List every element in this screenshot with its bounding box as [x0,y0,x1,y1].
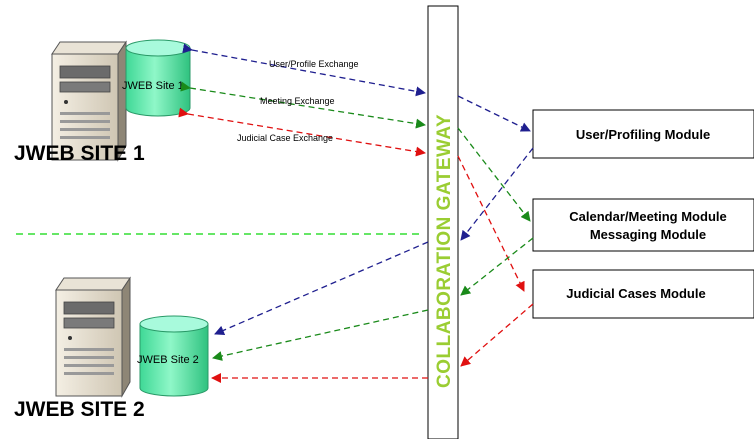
gateway-to-calendar-module-arrow [457,127,531,222]
meeting-exchange-label: Meeting Exchange [260,96,335,106]
gateway-to-judicial-module-arrow [457,155,525,292]
server-icon [55,276,131,398]
judicial-cases-module-label: Judicial Cases Module [566,286,705,301]
site2-title: JWEB SITE 2 [14,398,145,421]
database-icon [125,39,191,117]
user-profiling-module-box [532,109,754,159]
gateway-to-user-module-arrow [457,95,531,132]
database-icon [139,315,209,397]
gateway-label: COLLABORATION GATEWAY [434,114,455,388]
calendar-module-to-gateway-arrow [460,237,534,296]
site1-title: JWEB SITE 1 [14,142,145,165]
user-profile-exchange-label: User/Profile Exchange [269,59,359,69]
judicial-case-exchange-label: Judicial Case Exchange [237,133,333,143]
user-module-to-gateway-arrow [460,147,534,241]
judicial-case-exchange-arrow [178,107,426,157]
meeting-exchange-arrow [180,81,426,129]
messaging-module-label: Messaging Module [590,227,706,242]
user-profile-exchange-arrow [182,43,426,97]
judicial-module-to-gateway-arrow [460,303,534,367]
calendar-meeting-module-box [532,198,754,252]
collaboration-gateway-bar [427,5,459,439]
db-label-site1: JWEB Site 1 [122,80,184,92]
gateway-to-site2-user-arrow [214,241,429,336]
db-label-site2: JWEB Site 2 [137,354,199,366]
gateway-to-site2-meeting-arrow [212,309,429,361]
user-profiling-module-label: User/Profiling Module [576,127,710,142]
calendar-meeting-module-label: Calendar/Meeting Module [569,209,726,224]
server-icon [51,40,127,162]
judicial-cases-module-box [532,269,754,319]
